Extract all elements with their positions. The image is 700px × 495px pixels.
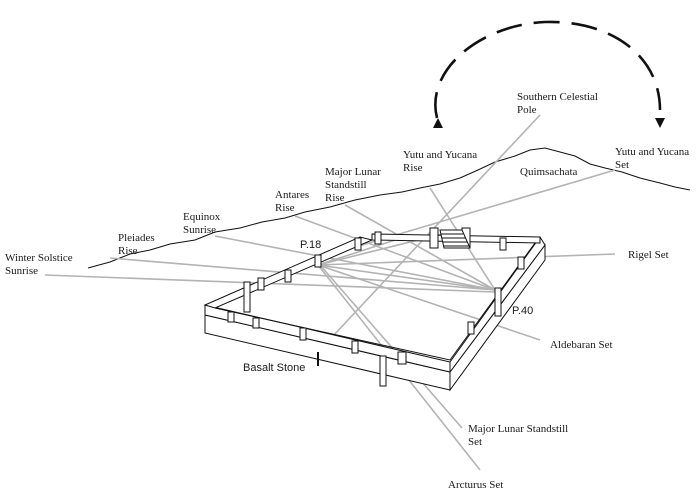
pillar bbox=[243, 281, 251, 313]
pillar bbox=[354, 237, 362, 251]
pillar bbox=[257, 277, 265, 291]
horizon-ridge bbox=[87, 147, 691, 269]
pillar-p40 bbox=[494, 287, 502, 317]
pillar bbox=[227, 311, 235, 323]
wall-right-face bbox=[449, 243, 546, 392]
pillar-p18 bbox=[314, 254, 322, 268]
ray-pleiades bbox=[109, 257, 496, 291]
pillar bbox=[252, 317, 260, 329]
pillar bbox=[397, 351, 407, 365]
pillar bbox=[379, 355, 387, 387]
wall-left-face bbox=[204, 314, 451, 391]
pillar bbox=[517, 256, 525, 270]
pillar bbox=[351, 340, 359, 354]
temple-enclosure bbox=[203, 227, 546, 392]
ray-p18-c bbox=[317, 239, 396, 266]
ray-rigel bbox=[317, 253, 616, 266]
celestial-orbit bbox=[433, 20, 665, 128]
label-p18: P.18 bbox=[300, 239, 321, 251]
label-equinox: Equinox Sunrise bbox=[183, 211, 223, 236]
label-p40: P.40 bbox=[512, 305, 533, 317]
label-major-lunar-rise: Major Lunar Standstill Rise bbox=[325, 166, 384, 204]
label-winter-solstice: Winter Solstice Sunrise bbox=[5, 252, 75, 277]
label-yutu-rise: Yutu and Yucana Rise bbox=[403, 149, 480, 174]
ray-antares bbox=[294, 215, 496, 291]
stairway bbox=[439, 229, 471, 249]
ray-aldebaran bbox=[317, 264, 541, 341]
pillar bbox=[429, 227, 439, 249]
label-rigel-set: Rigel Set bbox=[628, 249, 669, 261]
pillar bbox=[284, 269, 292, 283]
arrow-down-icon bbox=[655, 118, 665, 128]
pillar bbox=[299, 327, 307, 341]
pillars bbox=[227, 227, 525, 387]
arrow-up-icon bbox=[433, 118, 443, 128]
label-quimsachata: Quimsachata bbox=[520, 166, 578, 178]
orbit-arc bbox=[434, 20, 662, 119]
pillar bbox=[499, 237, 507, 251]
pillar bbox=[467, 321, 475, 335]
label-basalt-stone: Basalt Stone bbox=[243, 362, 305, 374]
pillar bbox=[374, 231, 382, 245]
label-arcturus-set: Arcturus Set bbox=[448, 479, 503, 491]
label-pleiades: Pleiades Rise bbox=[118, 232, 157, 257]
label-yutu-set: Yutu and Yucana Set bbox=[615, 146, 692, 171]
label-antares: Antares Rise bbox=[275, 189, 312, 214]
labels: Winter Solstice Sunrise Pleiades Rise Eq… bbox=[5, 91, 692, 491]
ray-p18-a bbox=[317, 264, 496, 291]
label-major-lunar-set: Major Lunar Standstill Set bbox=[468, 423, 571, 448]
ray-lunar-rise bbox=[344, 204, 496, 291]
inner-edge bbox=[214, 242, 536, 361]
label-southern-pole: Southern Celestial Pole bbox=[517, 91, 601, 116]
label-aldebaran-set: Aldebaran Set bbox=[550, 339, 613, 351]
